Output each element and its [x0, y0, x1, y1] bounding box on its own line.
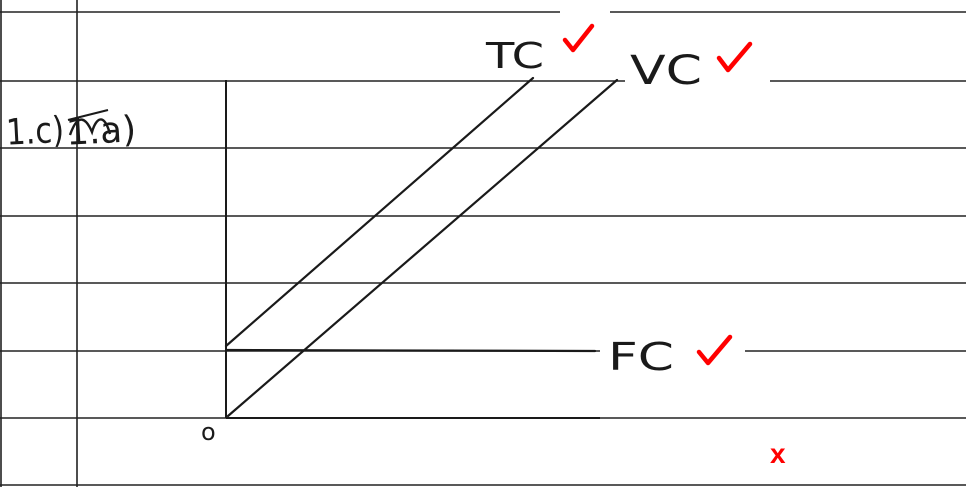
ruled-lines	[0, 11, 966, 486]
origin-label: o	[201, 418, 216, 446]
question-label: 1.c)	[5, 110, 65, 154]
cost-curves	[224, 76, 619, 418]
fc-curve	[224, 348, 597, 353]
vc-curve	[226, 78, 619, 418]
page-borders	[0, 0, 78, 487]
fc-label: FC	[608, 335, 674, 379]
struck-label: 1.a)	[65, 109, 137, 154]
vc-label: VC	[630, 48, 702, 94]
tc-label: TC	[485, 36, 544, 77]
check-icon	[562, 23, 595, 53]
tc-curve	[224, 76, 535, 348]
check-icon	[716, 41, 753, 73]
axes	[225, 80, 600, 419]
wrong-mark-icon: x	[770, 438, 786, 469]
question-number: 1.c) 1.a)	[5, 109, 137, 154]
grading-marks: x	[562, 23, 786, 469]
check-icon	[696, 334, 733, 366]
curve-labels: TC VC FC	[485, 36, 702, 379]
strike-scribble	[68, 118, 112, 136]
strike-line	[67, 109, 109, 121]
